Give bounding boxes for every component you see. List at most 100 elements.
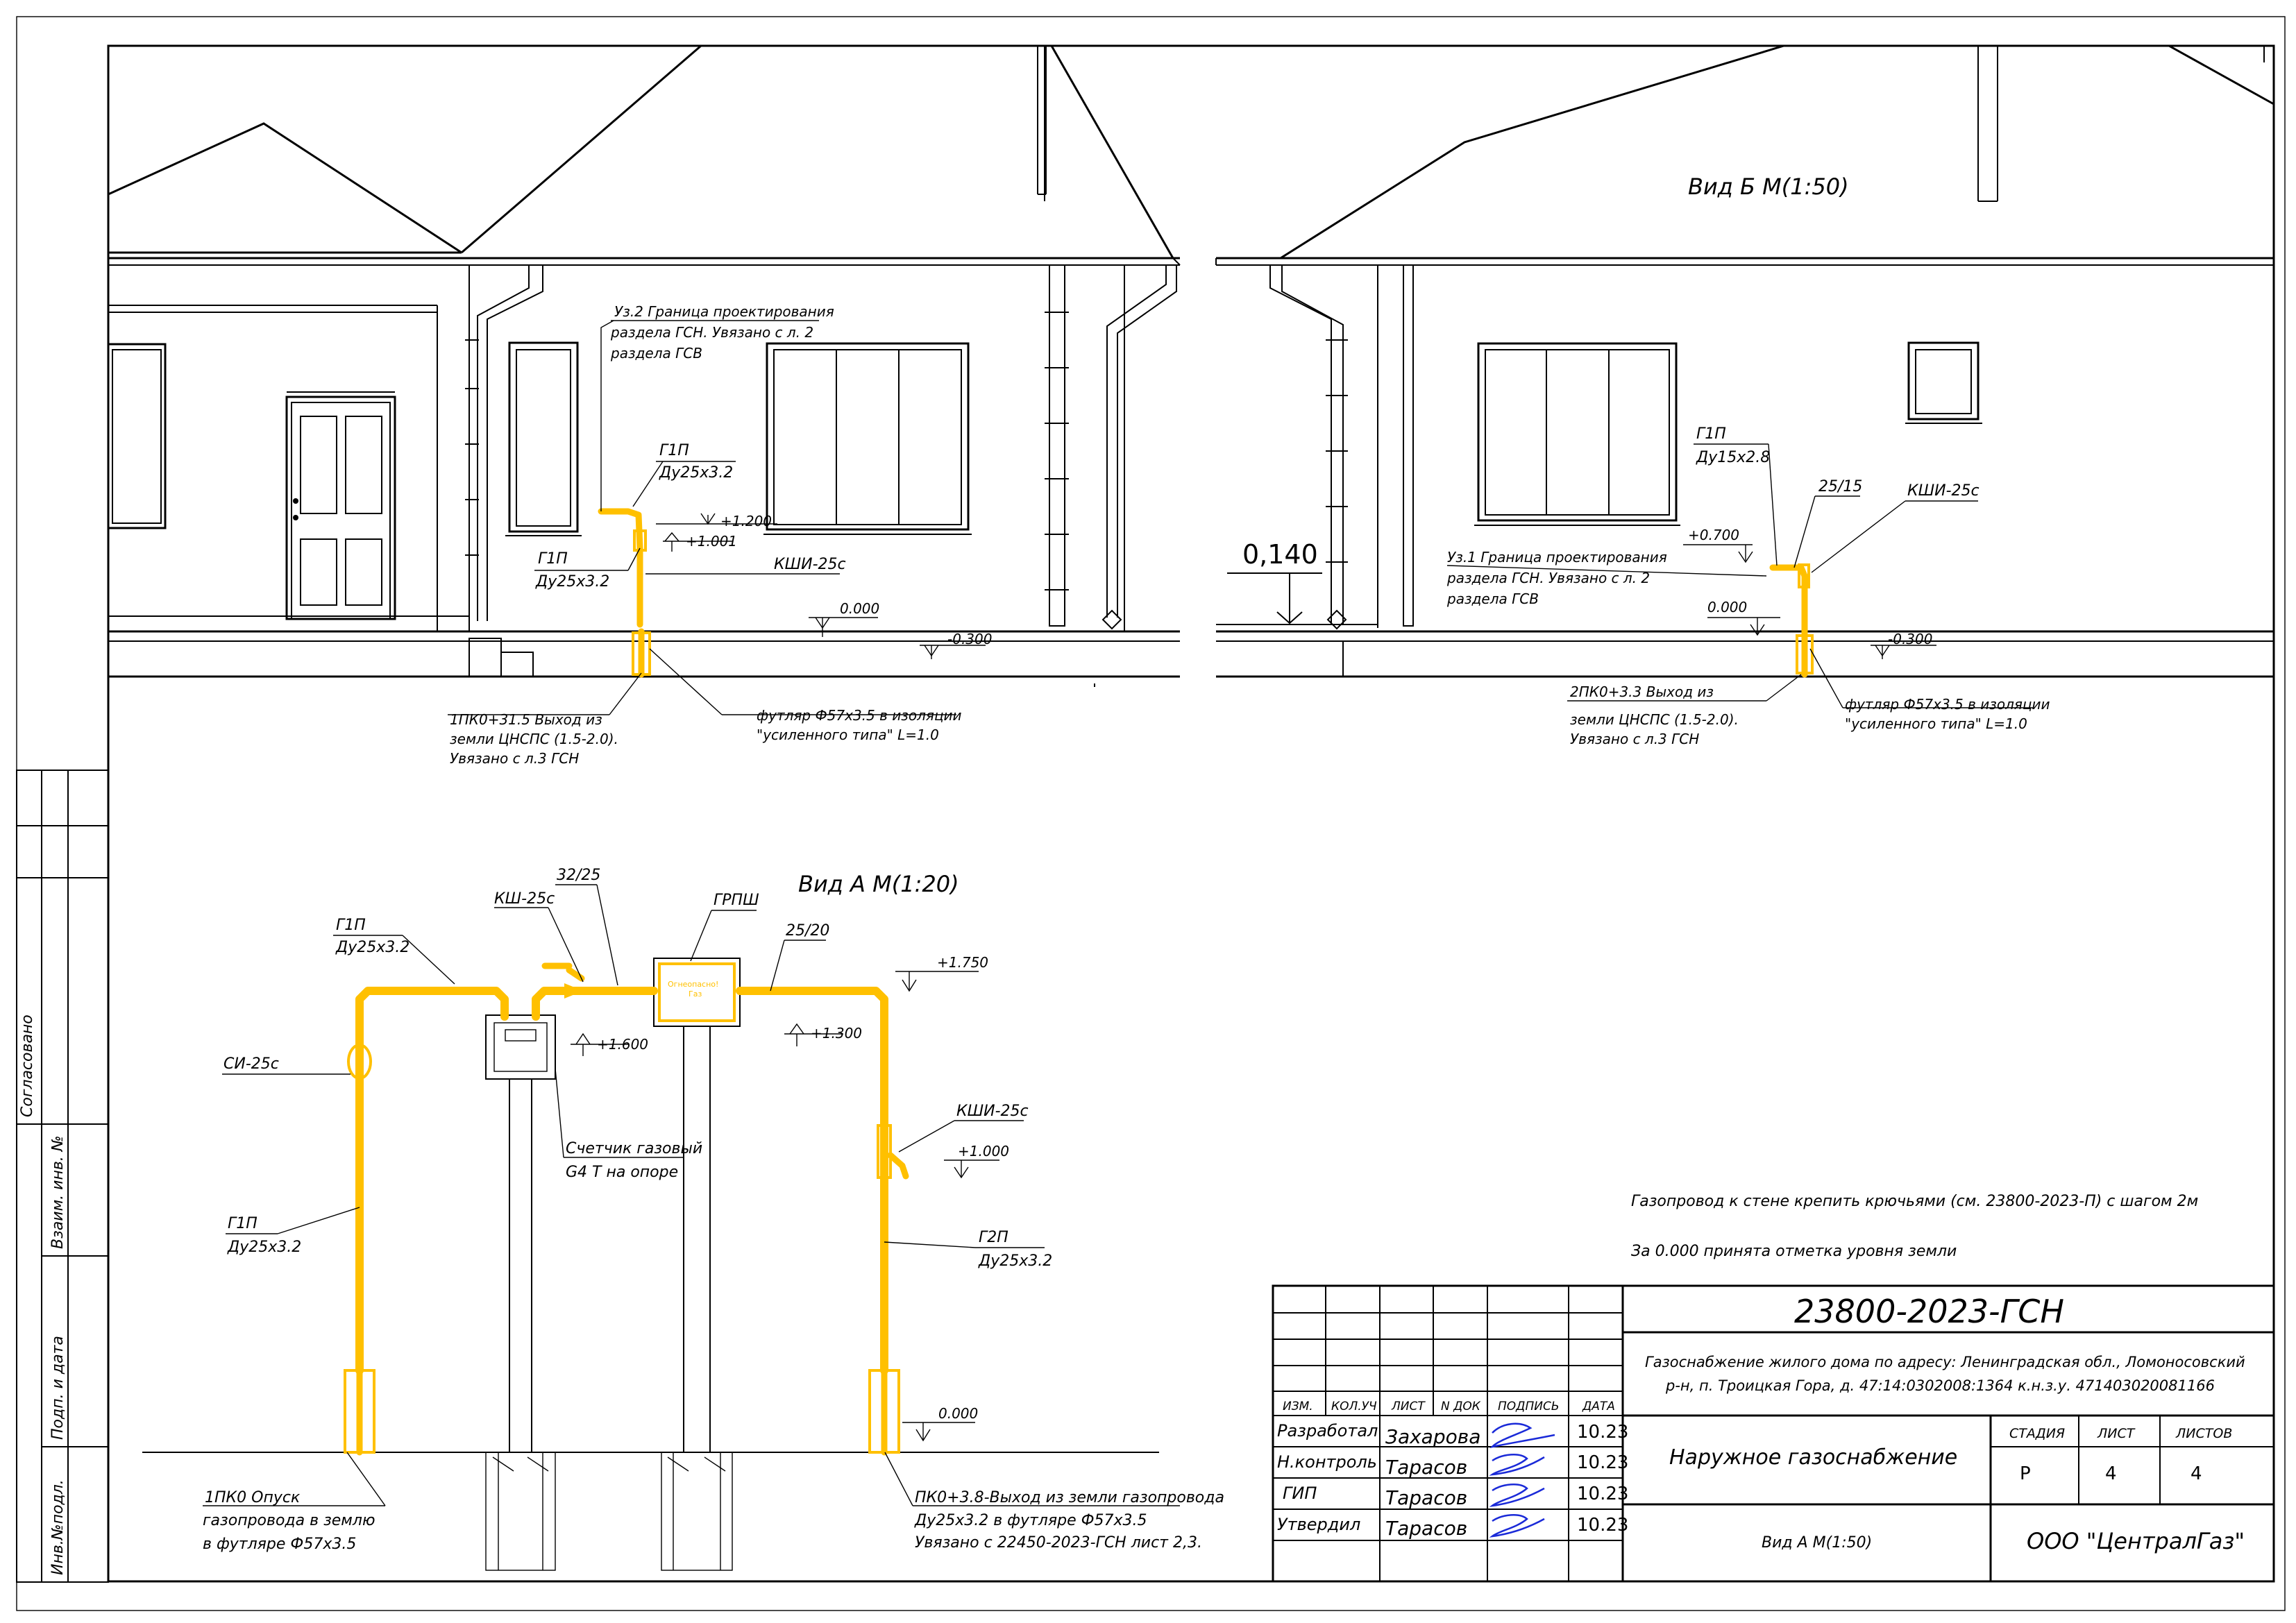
name-cell: Тарасов: [1385, 1456, 1467, 1479]
zero-a: 0.000: [938, 1405, 978, 1422]
sheet-title: Наружное газоснабжение: [1669, 1445, 1957, 1470]
pk1-line1: 1ПК0+31.5 Выход из: [450, 711, 602, 728]
pk-down-line3: в футляре Ф57х3.5: [203, 1536, 356, 1553]
name-cell: Тарасов: [1385, 1486, 1467, 1509]
g1p-a-dim: Ду25х3.2: [227, 1239, 301, 1256]
view-b-title: Вид Б М(1:50): [1688, 173, 1849, 200]
sheet-view: Вид А М(1:50): [1762, 1534, 1872, 1552]
pk2-line3: Увязано с л.3 ГСН: [1570, 731, 1699, 747]
facade-b: Вид Б М(1:50) 0,140: [1215, 44, 2274, 678]
sheet-code: 23800-2023-ГСН: [1794, 1293, 2064, 1330]
mark-1600: +1.600: [597, 1036, 648, 1053]
grpsh-label: ГРПШ: [714, 892, 759, 909]
pk2-line1: 2ПК0+3.3 Выход из: [1570, 683, 1714, 700]
inv-sub-label: Взаим. инв. №: [49, 1135, 67, 1249]
col-kolvo: КОЛ.УЧ: [1331, 1400, 1377, 1413]
case-line2: "усиленного типа" L=1.0: [757, 726, 939, 743]
col-ndok: N ДОК: [1441, 1400, 1481, 1413]
pk1-line3: Увязано с л.3 ГСН: [450, 750, 579, 767]
g1p-top-a-label: Г1П: [336, 917, 366, 934]
sign-date-label: Подп. и дата: [49, 1336, 67, 1440]
d3225-label: 32/25: [557, 867, 600, 884]
mark-700: +0.700: [1688, 527, 1739, 543]
mark-1300: +1.300: [811, 1025, 862, 1042]
col-list: ЛИСТ: [1391, 1400, 1426, 1413]
annotations-b: Г1П Ду15х2.8 25/15 КШИ-25с +0.700 Уз.1 Г…: [1446, 425, 2050, 747]
g1p-b-label: Г1П: [1696, 425, 1726, 443]
kshi-a-label: КШИ-25с: [956, 1103, 1029, 1120]
name-cell: Тарасов: [1385, 1517, 1467, 1540]
si-label: СИ-25с: [223, 1055, 279, 1073]
kshi-label: КШИ-25с: [774, 556, 846, 573]
table-row: ГИП Тарасов 10.23: [1283, 1484, 1628, 1509]
table-row: Утвердил Тарасов 10.23: [1277, 1515, 1628, 1540]
side-stamp: Согласовано Взаим. инв. № Подп. и дата И…: [16, 770, 109, 1583]
grpsh-gas-word: Газ: [689, 989, 702, 999]
note-fix: Газопровод к стене крепить крючьями (см.…: [1631, 1193, 2198, 1210]
d2520-label: 25/20: [786, 922, 829, 940]
node2-line3: раздела ГСВ: [610, 345, 702, 362]
kshi-b-label: КШИ-25с: [1907, 482, 1980, 500]
m300-b: -0.300: [1888, 631, 1932, 647]
pk2-line2: земли ЦНСПС (1.5-2.0).: [1570, 711, 1739, 728]
gas-pipes-a: [344, 962, 909, 1456]
note-zero: За 0.000 принята отметка уровня земли: [1631, 1243, 1957, 1260]
role-cell: Утвердил: [1277, 1515, 1360, 1534]
pk0-line1: ПК0+3.8-Выход из земли газопровода: [915, 1489, 1224, 1506]
sheet-address: Газоснабжение жилого дома по адресу: Лен…: [1645, 1354, 2245, 1370]
pk0-line2: Ду25х3.2 в футляре Ф57х3.5: [914, 1512, 1147, 1529]
meter-line2: G4 Т на опоре: [566, 1164, 678, 1181]
signatures: [1489, 1422, 1555, 1538]
ksh-a-label: КШ-25с: [494, 890, 555, 908]
g1p-label: Г1П: [538, 550, 568, 568]
grpsh-cabinet: Огнеопасно! Газ: [653, 958, 741, 1027]
pk-down-line2: газопровода в землю: [203, 1512, 375, 1529]
stage-header: СТАДИЯ: [2009, 1426, 2065, 1441]
view-a: Вид А М(1:20): [142, 867, 1224, 1571]
name-cell: Захарова: [1385, 1425, 1480, 1448]
zero-b: 0.000: [1707, 599, 1747, 615]
annotations-left: Уз.2 Граница проектирования раздела ГСН.…: [448, 303, 992, 767]
pk-down-line1: 1ПК0 Опуск: [205, 1489, 301, 1506]
date-cell: 10.23: [1577, 1452, 1628, 1473]
d2515-label: 25/15: [1818, 478, 1862, 495]
mark-1200: +1.200: [720, 513, 772, 529]
node2-line2: раздела ГСН. Увязано с л. 2: [610, 324, 813, 341]
pk1-line2: земли ЦНСПС (1.5-2.0).: [450, 731, 618, 747]
case-b-line2: "усиленного типа" L=1.0: [1845, 715, 2027, 732]
table-row: Разработал Захарова 10.23: [1277, 1421, 1628, 1448]
role-cell: Разработал: [1277, 1421, 1378, 1441]
role-cell: ГИП: [1283, 1484, 1317, 1503]
m300-mark: -0.300: [947, 631, 992, 647]
col-podpis: ПОДПИСЬ: [1498, 1400, 1559, 1413]
annotations-a: Г1П Ду25х3.2 КШ-25с 32/25 ГРПШ 25/20 +1.…: [203, 867, 1224, 1553]
case-b-line1: футляр Ф57х3.5 в изоляции: [1845, 696, 2050, 713]
view-a-title: Вид А М(1:20): [798, 871, 959, 897]
zero-mark: 0.000: [840, 600, 879, 617]
level-0140: 0,140: [1242, 539, 1318, 570]
g2p-label: Г2П: [979, 1229, 1008, 1246]
g2p-dim: Ду25х3.2: [978, 1252, 1052, 1270]
facade-left: [107, 44, 1998, 687]
g1p-a-label: Г1П: [228, 1215, 258, 1232]
date-cell: 10.23: [1577, 1422, 1628, 1443]
g1p-b-dim: Ду15х2.8: [1696, 449, 1770, 466]
node1-line1: Уз.1 Граница проектирования: [1447, 549, 1667, 566]
col-izm: ИЗМ.: [1283, 1400, 1313, 1413]
date-cell: 10.23: [1577, 1484, 1628, 1504]
gas-meter: [485, 1014, 556, 1080]
gas-b: [1769, 563, 1814, 678]
stage-value: Р: [2020, 1463, 2031, 1484]
gas-left: [598, 508, 651, 678]
case-line1: футляр Ф57х3.5 в изоляции: [757, 707, 962, 724]
sheet-address2: р-н, п. Троицкая Гора, д. 47:14:0302008:…: [1665, 1377, 2215, 1394]
g1p-top-label: Г1П: [659, 442, 689, 459]
g1p-dim: Ду25х3.2: [535, 573, 609, 590]
g1p-top-dim: Ду25х3.2: [659, 464, 733, 482]
pk0-line3: Увязано с 22450-2023-ГСН лист 2,3.: [915, 1534, 1202, 1552]
mark-1001: +1.001: [686, 533, 737, 550]
inv-orig-label: Инв.№подл.: [49, 1479, 67, 1575]
agreed-label: Согласовано: [19, 1014, 36, 1117]
company-name: ООО "ЦентралГаз": [2027, 1528, 2245, 1554]
